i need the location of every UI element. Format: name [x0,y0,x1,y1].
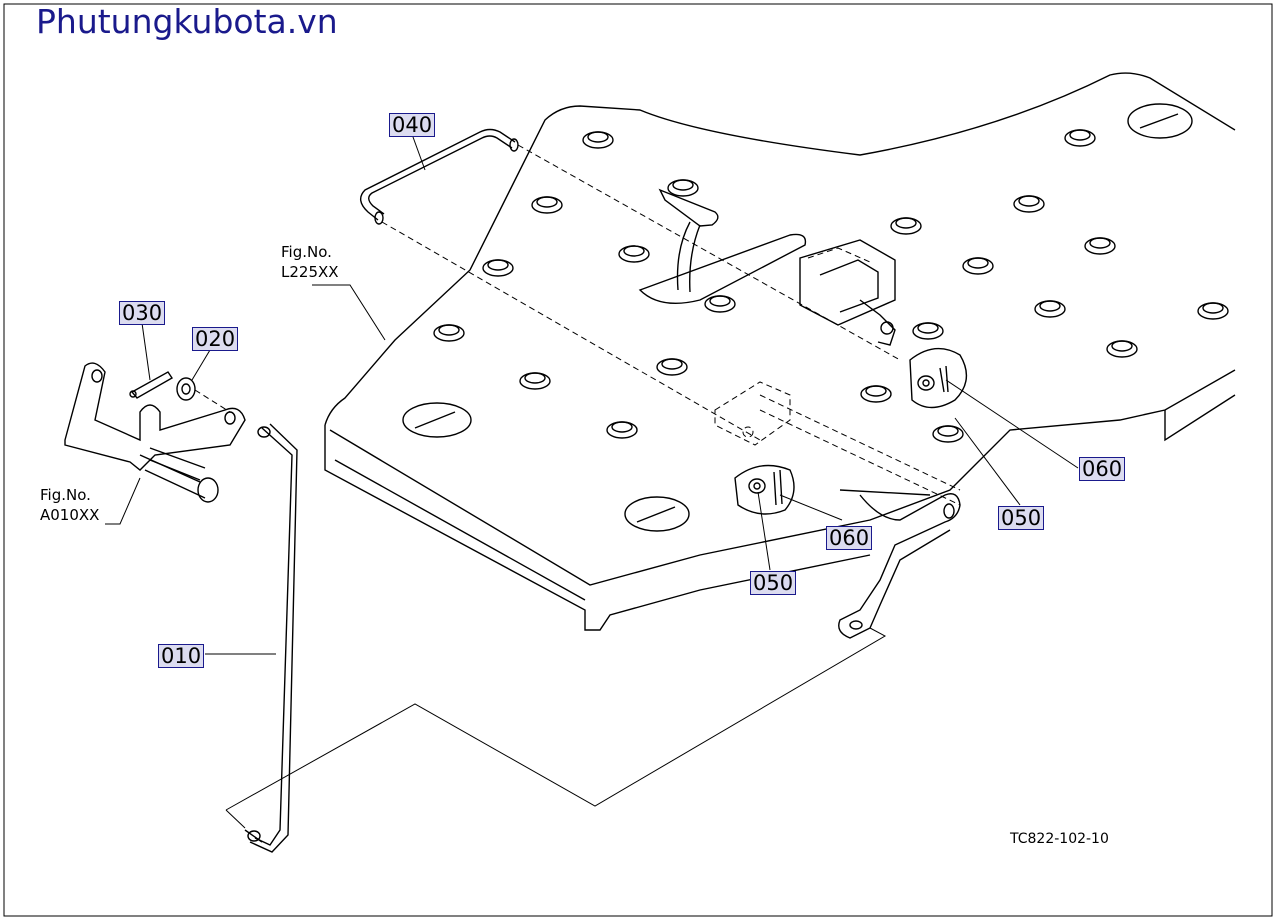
callout-050-upper[interactable]: 050 [998,506,1045,530]
cross-shaft [714,381,961,506]
callout-010[interactable]: 010 [158,644,205,668]
floor-plate [324,72,1236,631]
callout-030[interactable]: 030 [119,301,166,325]
pedal-assembly [658,188,896,346]
ground-plane [225,627,887,811]
fig-ref-a010-line1: Fig.No. [40,486,91,504]
fig-ref-l225: Fig.No. L225XX [281,242,339,282]
ground-plane-edge [225,809,246,829]
right-link-arm [838,489,961,639]
fig-ref-l225-line1: Fig.No. [281,243,332,261]
part-030-pin [129,371,173,399]
callout-060-upper[interactable]: 060 [1079,457,1126,481]
drawing-number: TC822-102-10 [1010,831,1109,847]
diagram-border [3,3,1273,917]
grommets [433,129,1229,443]
callout-040[interactable]: 040 [389,113,436,137]
fig-ref-a010-line2: A010XX [40,506,100,524]
callout-020[interactable]: 020 [192,327,239,351]
washer-pin-set-upper [909,347,968,409]
part-020-washer [176,377,231,413]
part-010-rod [244,423,298,853]
site-title: Phutungkubota.vn [36,2,338,41]
leader-lines [105,136,1079,655]
part-040-rod [360,128,901,441]
washer-pin-set-lower [734,464,795,515]
callout-060-lower[interactable]: 060 [826,526,873,550]
callout-050-lower[interactable]: 050 [750,571,797,595]
fig-ref-l225-line2: L225XX [281,263,339,281]
fig-ref-a010: Fig.No. A010XX [40,485,99,525]
left-pedal-arm [64,362,246,503]
